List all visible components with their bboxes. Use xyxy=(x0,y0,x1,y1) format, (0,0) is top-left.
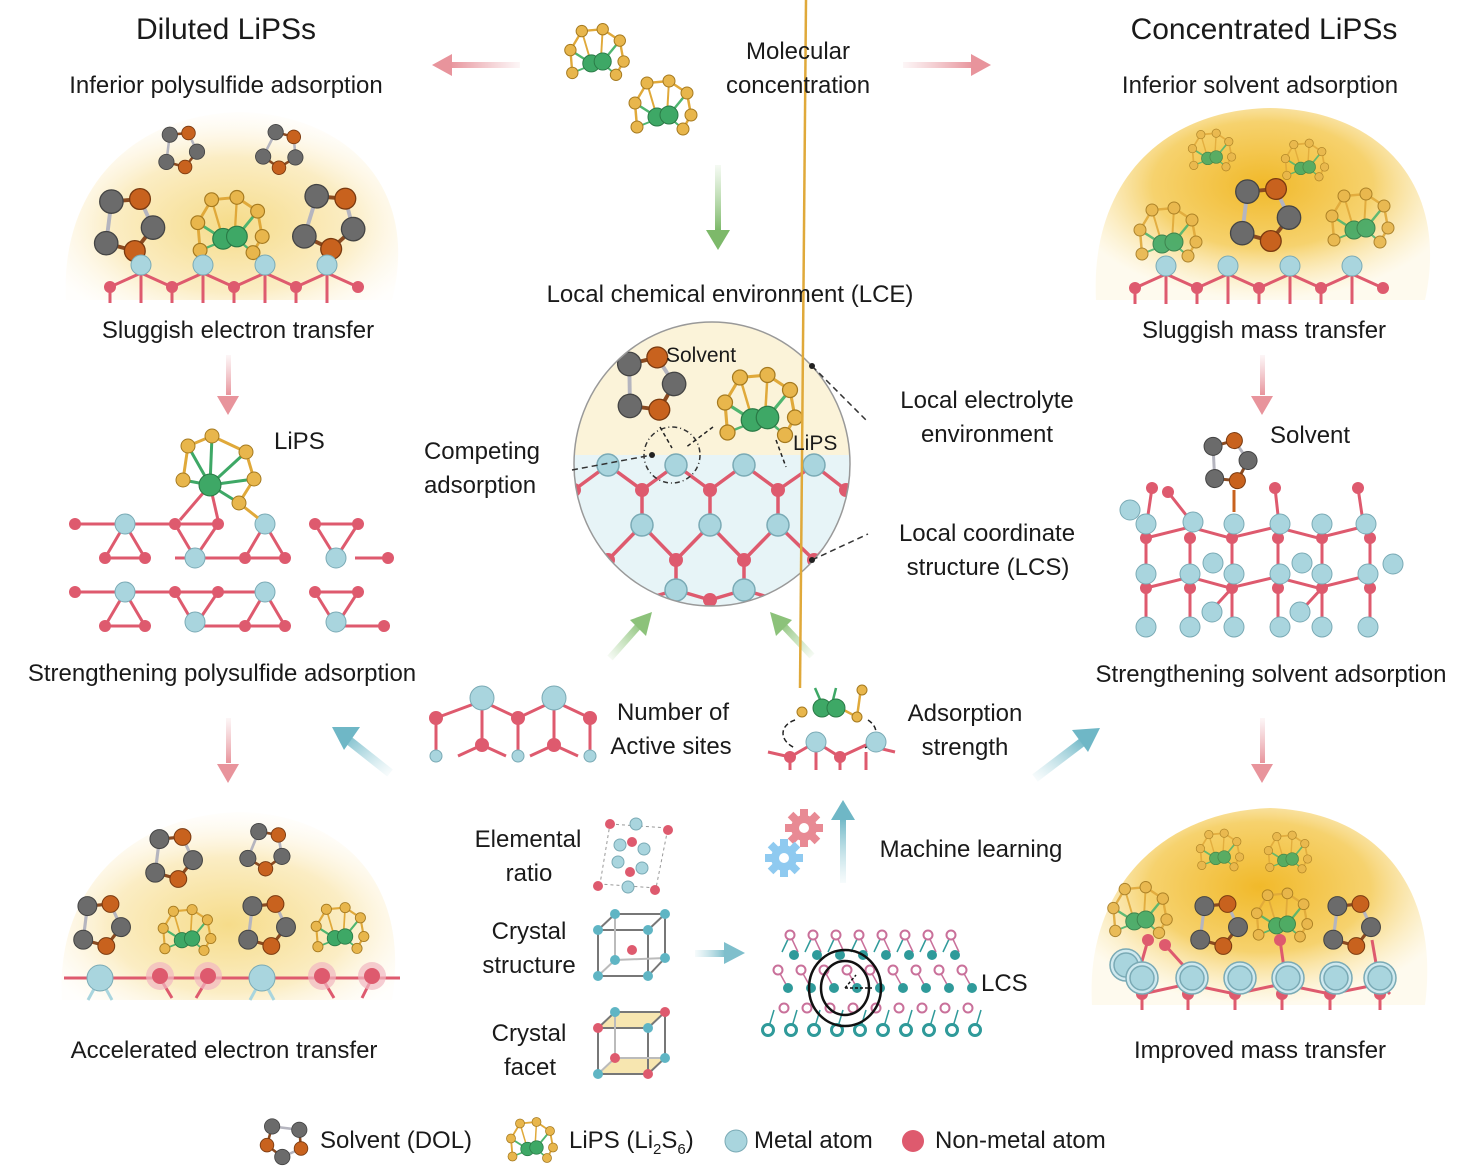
lips-molecule-top-1 xyxy=(563,22,631,82)
electrolyte-label-1: Local electrolyte xyxy=(900,387,1074,414)
inferior-solvent-label: Inferior solvent adsorption xyxy=(1121,72,1399,99)
circle-lips-label: LiPS xyxy=(793,432,838,455)
legend-metal-label: Metal atom xyxy=(754,1127,873,1154)
strengthening-polysulfide-caption: Strengthening polysulfide adsorption xyxy=(27,660,417,687)
sluggish-mass-caption: Sluggish mass transfer xyxy=(1141,317,1387,344)
concentrated-lipss-title: Concentrated LiPSs xyxy=(1130,13,1398,46)
arrow-down-left-1 xyxy=(217,355,239,415)
molecular-label-2: concentration xyxy=(725,72,871,99)
arrow-left-top xyxy=(432,54,520,76)
circle-solvent-label: Solvent xyxy=(666,344,737,367)
sluggish-electron-caption: Sluggish electron transfer xyxy=(101,317,375,344)
lips-molecule-top-2 xyxy=(627,73,699,137)
arrow-blue-up-right xyxy=(1032,728,1100,782)
adsorption-strength-illustration xyxy=(767,0,896,770)
legend-lips-icon xyxy=(505,1116,559,1164)
arrow-down-left-2 xyxy=(217,718,239,783)
lce-title: Local chemical environment (LCE) xyxy=(546,281,914,308)
elemental-label-1: Elemental xyxy=(474,826,582,853)
lcs-short-label: LCS xyxy=(981,970,1028,997)
arrow-green-up-right xyxy=(770,612,815,659)
crystal-structure-label-2: structure xyxy=(482,952,576,979)
legend-solvent-label: Solvent (DOL) xyxy=(320,1127,473,1154)
elemental-ratio-illustration xyxy=(593,817,673,895)
legend-lips-suffix: ) xyxy=(685,1127,694,1154)
crystal-facet-illustration xyxy=(593,1007,670,1079)
lcs-label-2: structure (LCS) xyxy=(906,554,1070,581)
crystal-structure-illustration xyxy=(593,909,670,981)
electrolyte-label-2: environment xyxy=(920,421,1054,448)
accelerated-dome xyxy=(61,812,400,1001)
legend-lips-sub1: 2 xyxy=(653,1140,662,1158)
lcs-label-1: Local coordinate xyxy=(898,520,1076,547)
elemental-label-2: ratio xyxy=(505,860,553,887)
arrow-right-top xyxy=(903,54,991,76)
competing-label-1: Competing xyxy=(423,438,541,465)
arrow-down-right-2 xyxy=(1251,718,1273,783)
active-sites-illustration xyxy=(429,685,597,763)
machine-learning-label: Machine learning xyxy=(879,836,1063,863)
lattice-solvent-adsorption xyxy=(1119,427,1404,638)
legend-metal-icon xyxy=(724,1129,748,1153)
solvent-tag-right: Solvent xyxy=(1270,422,1351,449)
legend-nonmetal-icon xyxy=(902,1130,924,1152)
improved-mass-caption: Improved mass transfer xyxy=(1133,1037,1387,1064)
legend-solvent-icon xyxy=(258,1117,310,1166)
arrow-down-right-1 xyxy=(1251,355,1273,415)
active-sites-label-2: Active sites xyxy=(610,733,732,760)
legend-lips-prefix: LiPS (Li xyxy=(569,1127,654,1154)
arrow-down-green xyxy=(706,165,730,250)
diluted-lipss-title: Diluted LiPSs xyxy=(135,13,317,46)
gear-icon-blue xyxy=(765,839,803,877)
diluted-dome xyxy=(65,112,399,305)
legend-lips-sub2: 6 xyxy=(677,1140,686,1158)
lattice-polysulfide-adsorption xyxy=(69,428,394,633)
competing-label-2: adsorption xyxy=(423,472,537,499)
adsorption-strength-label-1: Adsorption xyxy=(907,700,1023,727)
molecular-label-1: Molecular xyxy=(745,38,851,65)
arrow-green-up-left xyxy=(607,612,652,661)
legend-lips-mid: S xyxy=(661,1127,678,1154)
arrow-blue-up-ml xyxy=(831,800,855,883)
improved-dome xyxy=(1091,808,1428,1010)
lcs-structure-illustration xyxy=(761,929,982,1037)
adsorption-strength-label-2: strength xyxy=(921,734,1009,761)
active-sites-label-1: Number of xyxy=(616,699,730,726)
inferior-polysulfide-label: Inferior polysulfide adsorption xyxy=(69,72,383,99)
arrow-blue-up-left xyxy=(332,727,393,777)
legend-nonmetal-label: Non-metal atom xyxy=(935,1127,1106,1154)
crystal-facet-label-1: Crystal xyxy=(491,1020,567,1047)
accelerated-electron-caption: Accelerated electron transfer xyxy=(70,1037,378,1064)
arrow-blue-right xyxy=(695,942,745,964)
crystal-structure-label-1: Crystal xyxy=(491,918,567,945)
crystal-facet-label-2: facet xyxy=(503,1054,557,1081)
gear-icon-pink xyxy=(785,809,823,847)
concentrated-dome xyxy=(1095,108,1431,306)
strengthening-solvent-caption: Strengthening solvent adsorption xyxy=(1095,661,1447,688)
legend-lips-label: LiPS (Li2S6) xyxy=(569,1127,694,1159)
lips-tag-left: LiPS xyxy=(274,428,325,455)
